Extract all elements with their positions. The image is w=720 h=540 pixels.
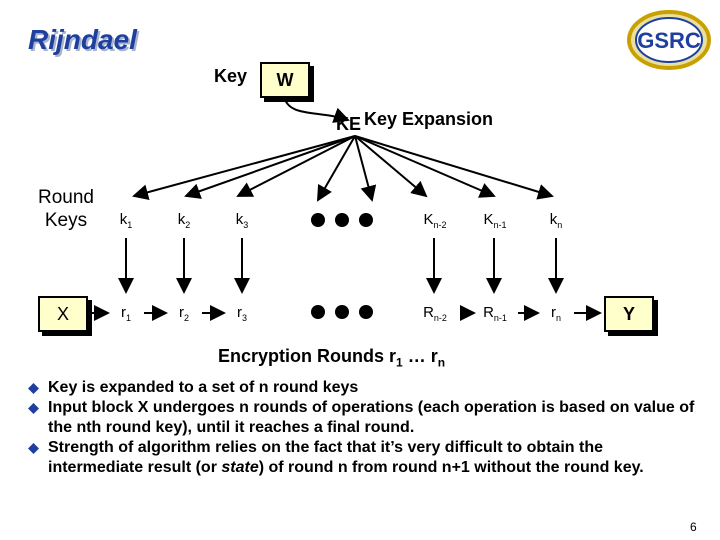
- round-keys-label-line1: Round: [38, 187, 94, 208]
- round-cell: Rn-1: [483, 304, 507, 323]
- bullet-item: Input block X undergoes n rounds of oper…: [28, 398, 698, 438]
- key-label: Key: [214, 66, 248, 86]
- y-label: Y: [622, 303, 635, 324]
- bullet-list: Key is expanded to a set of n round keys…: [28, 378, 698, 478]
- logo-text: GSRC: [637, 28, 701, 53]
- round-key-cell: Kn-2: [423, 211, 447, 230]
- dot: [311, 305, 325, 319]
- round-key-cell: k1: [119, 211, 133, 230]
- bullet-item: Strength of algorithm relies on the fact…: [28, 438, 698, 478]
- bullet-item: Key is expanded to a set of n round keys: [28, 378, 698, 398]
- x-box: X: [38, 296, 88, 332]
- fan-line-3: [236, 135, 356, 197]
- y-box: Y: [604, 296, 654, 332]
- round-cell: rn: [550, 304, 561, 323]
- round-cell: r3: [236, 304, 247, 323]
- ellipsis-dots-rounds: [311, 305, 373, 319]
- slide-title: Rijndael: [28, 24, 137, 55]
- dot: [311, 213, 325, 227]
- w-to-ke-curve: [283, 95, 350, 123]
- diamond-bullet-icon: [28, 403, 39, 414]
- diamond-bullet-icon: [28, 443, 39, 454]
- round-key-cell: k2: [177, 211, 191, 230]
- fan-line-2: [184, 135, 356, 199]
- diamond-bullet-icon: [28, 383, 39, 394]
- gsrc-logo: GSRC: [627, 10, 711, 70]
- fan-line-5: [354, 135, 377, 202]
- dot: [359, 213, 373, 227]
- round-keys-label-line2: Keys: [44, 210, 88, 231]
- w-label: W: [276, 69, 294, 90]
- fan-line-1: [132, 135, 356, 201]
- fan-line-6: [354, 135, 428, 198]
- fan-line-7: [354, 135, 496, 198]
- round-cell: Rn-2: [423, 304, 447, 323]
- key-expansion-label: Key Expansion: [364, 109, 494, 129]
- dot: [335, 213, 349, 227]
- fan-line-4: [316, 135, 356, 202]
- round-cell: r2: [178, 304, 189, 323]
- encryption-rounds-caption: Encryption Rounds r1 … rn: [218, 346, 446, 370]
- round-key-cell: k3: [235, 211, 249, 230]
- round-key-arrows: [118, 238, 564, 294]
- fan-line-8: [354, 135, 554, 200]
- x-label: X: [56, 303, 69, 324]
- ellipsis-dots-keys: [311, 213, 373, 227]
- round-keys-label: Round Keys: [38, 186, 94, 232]
- dot: [335, 305, 349, 319]
- round-cell: r1: [120, 304, 131, 323]
- page-number: 6: [690, 520, 697, 534]
- round-key-cell: kn: [549, 211, 563, 230]
- fan-out-lines: [132, 95, 554, 202]
- dot: [359, 305, 373, 319]
- round-key-cell: Kn-1: [483, 211, 507, 230]
